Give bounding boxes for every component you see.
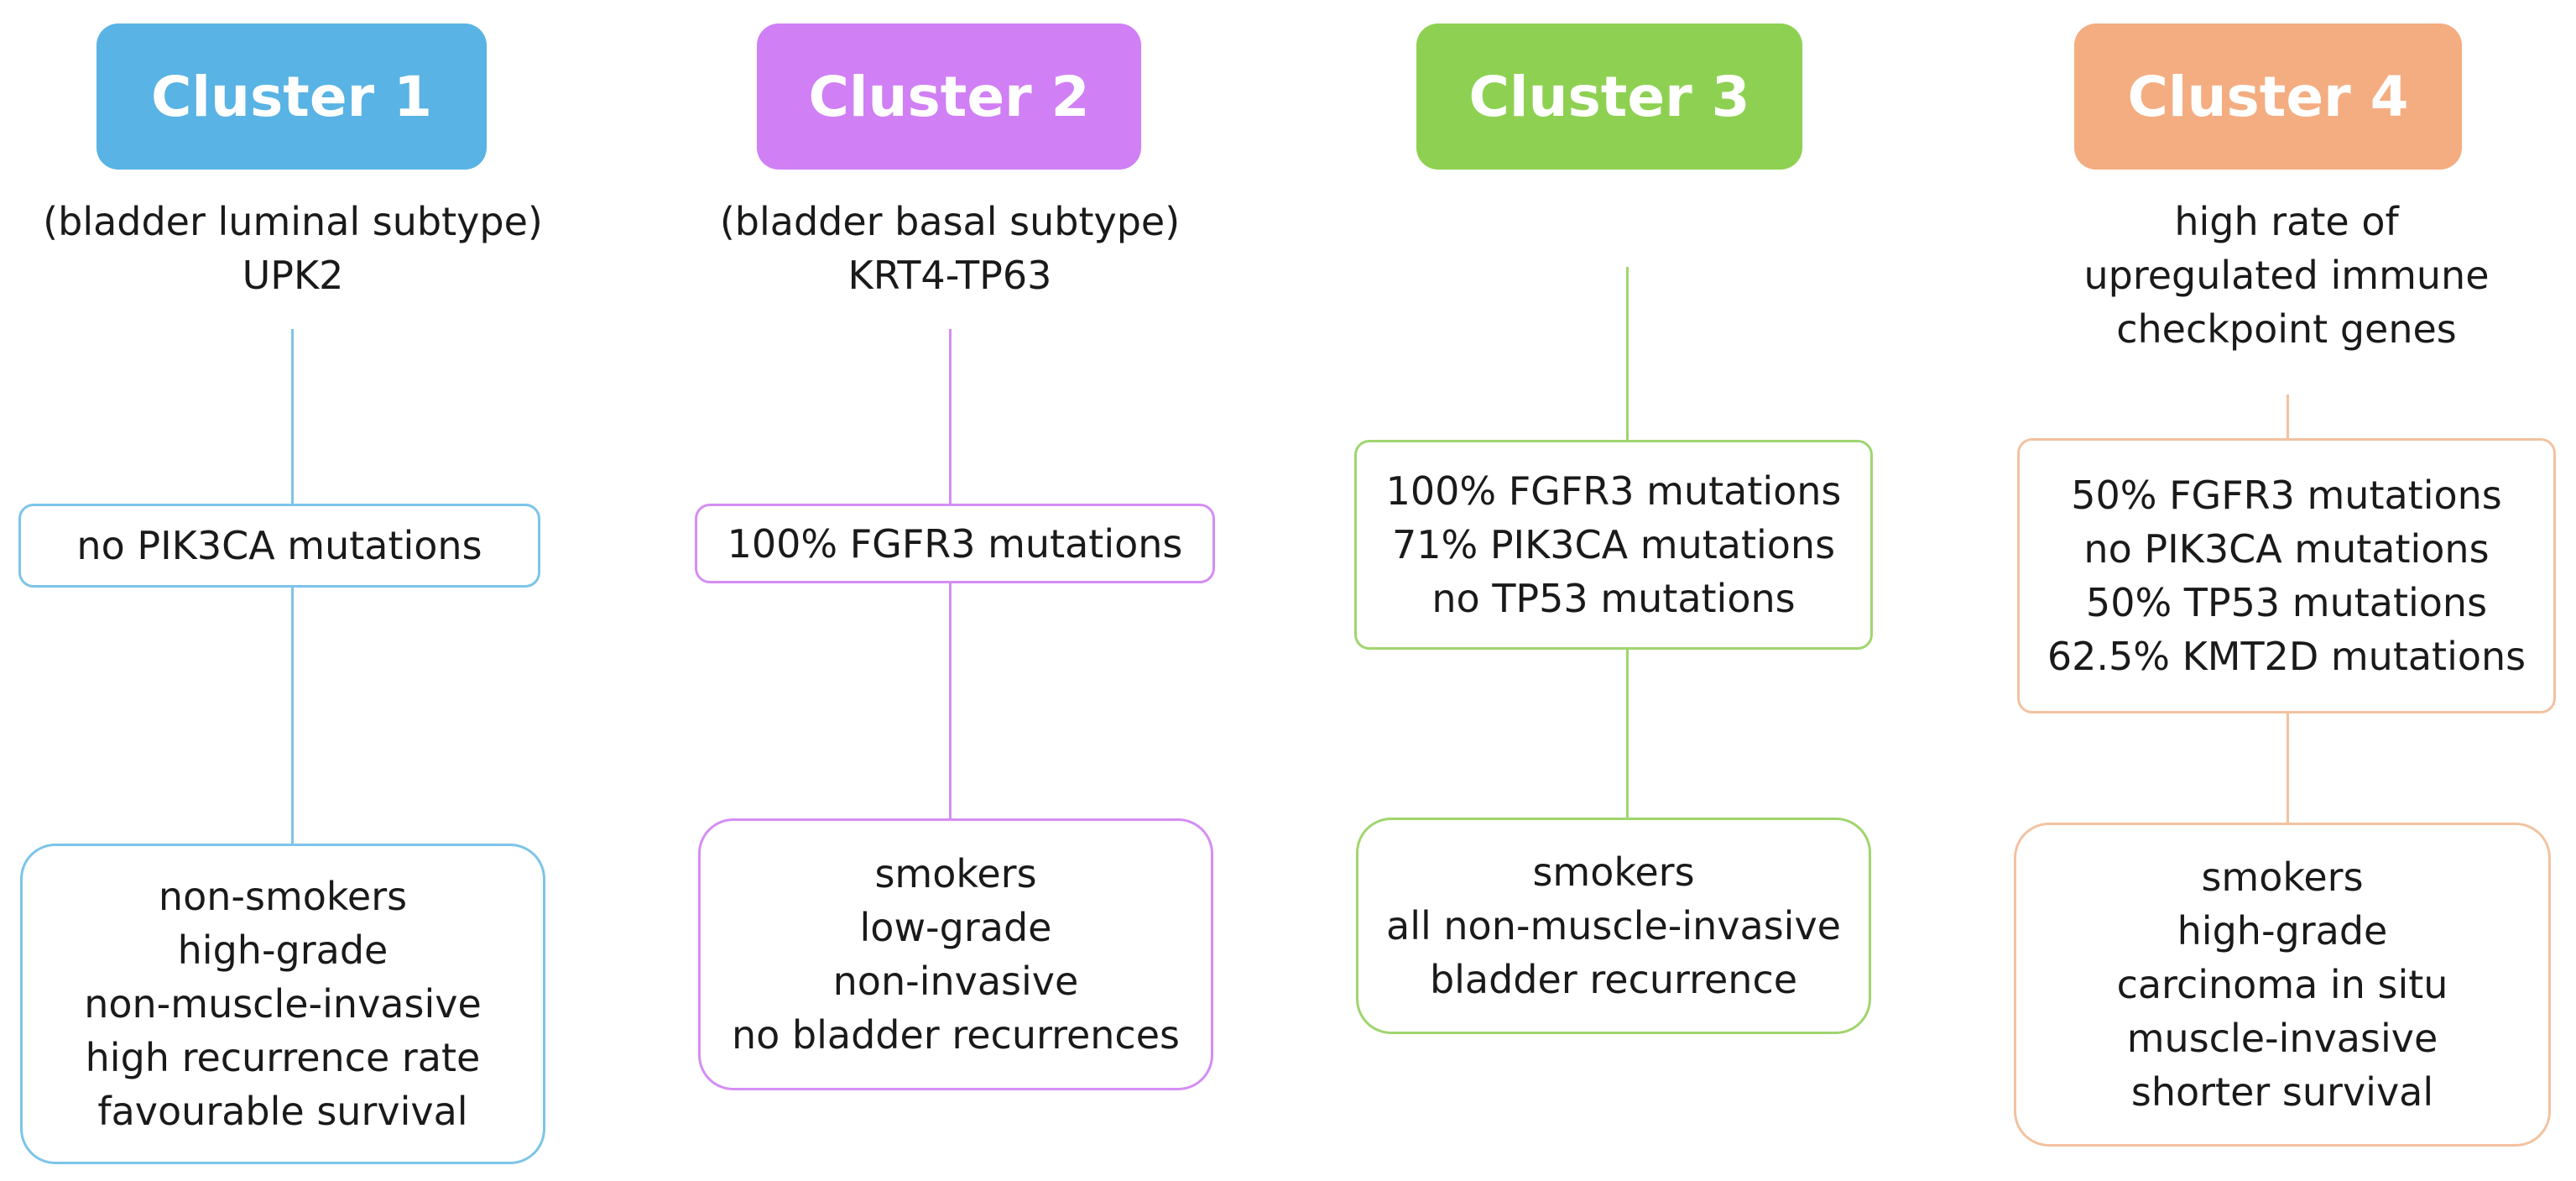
cluster-1-mutations-box: no PIK3CA mutations <box>18 504 540 588</box>
cluster-4-mutations-box: 50% FGFR3 mutations no PIK3CA mutations … <box>2017 438 2556 713</box>
cluster-4-description-line: upregulated immune <box>2083 253 2490 298</box>
cluster-4-description-line: checkpoint genes <box>2116 306 2457 352</box>
cluster-2-clinical-line: smokers <box>874 851 1037 896</box>
cluster-1-clinical-line: high recurrence rate <box>85 1035 481 1080</box>
cluster-2-mutation-line: 100% FGFR3 mutations <box>727 520 1183 567</box>
cluster-2-header: Cluster 2 <box>757 24 1141 170</box>
cluster-3-title: Cluster 3 <box>1468 64 1750 129</box>
cluster-3-connector-upper <box>1626 267 1629 440</box>
cluster-4-clinical-line: shorter survival <box>2130 1069 2434 1115</box>
cluster-1-mutation-line: no PIK3CA mutations <box>76 523 482 568</box>
cluster-2-connector-upper <box>949 329 952 504</box>
cluster-1-description-line: (bladder luminal subtype) <box>43 199 543 244</box>
cluster-3-mutations-box: 100% FGFR3 mutations 71% PIK3CA mutation… <box>1354 440 1873 650</box>
cluster-2-connector-lower <box>949 583 952 818</box>
cluster-1-connector-upper <box>291 329 294 504</box>
cluster-4-clinical-line: smokers <box>2201 854 2364 900</box>
cluster-3-clinical-line: all non-muscle-invasive <box>1386 903 1841 948</box>
cluster-3-clinical-line: bladder recurrence <box>1429 957 1798 1002</box>
cluster-4-mutation-line: no PIK3CA mutations <box>2083 526 2490 572</box>
cluster-1-clinical-line: non-smokers <box>158 874 408 919</box>
cluster-2-clinical-line: low-grade <box>859 905 1052 950</box>
cluster-1-description-line: UPK2 <box>242 253 344 298</box>
cluster-1-connector-lower <box>291 588 294 844</box>
cluster-3-clinical-box: smokers all non-muscle-invasive bladder … <box>1356 818 1871 1034</box>
cluster-2-clinical-line: non-invasive <box>832 959 1079 1004</box>
cluster-4-connector-lower <box>2287 713 2289 823</box>
cluster-3-connector-lower <box>1626 650 1629 818</box>
cluster-1-title: Cluster 1 <box>150 64 433 129</box>
cluster-4-connector-upper <box>2287 395 2289 438</box>
cluster-1-header: Cluster 1 <box>96 24 487 170</box>
cluster-3-mutation-line: 100% FGFR3 mutations <box>1385 468 1842 514</box>
cluster-3-mutation-line: 71% PIK3CA mutations <box>1391 522 1836 567</box>
cluster-4-clinical-line: carcinoma in situ <box>2116 962 2448 1007</box>
cluster-4-title: Cluster 4 <box>2127 64 2409 129</box>
cluster-4-clinical-line: muscle-invasive <box>2126 1016 2438 1061</box>
cluster-3-header: Cluster 3 <box>1416 24 1802 170</box>
cluster-4-mutation-line: 62.5% KMT2D mutations <box>2047 634 2526 679</box>
cluster-4-header: Cluster 4 <box>2074 24 2462 170</box>
cluster-4-description-line: high rate of <box>2174 199 2399 244</box>
cluster-4-clinical-line: high-grade <box>2177 908 2388 954</box>
cluster-4-description: high rate of upregulated immune checkpoi… <box>2014 195 2559 356</box>
cluster-2-description-line: (bladder basal subtype) <box>719 199 1181 244</box>
cluster-1-description: (bladder luminal subtype) UPK2 <box>0 195 586 302</box>
cluster-1-clinical-box: non-smokers high-grade non-muscle-invasi… <box>20 844 545 1164</box>
cluster-4-clinical-box: smokers high-grade carcinoma in situ mus… <box>2014 823 2551 1147</box>
cluster-1-clinical-line: high-grade <box>177 928 388 973</box>
cluster-2-clinical-box: smokers low-grade non-invasive no bladde… <box>698 818 1213 1090</box>
cluster-4-mutation-line: 50% TP53 mutations <box>2085 580 2488 625</box>
cluster-2-clinical-line: no bladder recurrences <box>732 1012 1180 1058</box>
cluster-2-mutations-box: 100% FGFR3 mutations <box>695 504 1215 583</box>
cluster-2-title: Cluster 2 <box>808 64 1090 129</box>
cluster-1-clinical-line: non-muscle-invasive <box>84 981 482 1027</box>
cluster-3-mutation-line: no TP53 mutations <box>1431 576 1796 621</box>
cluster-3-clinical-line: smokers <box>1532 849 1695 895</box>
cluster-2-description: (bladder basal subtype) KRT4-TP63 <box>663 195 1237 302</box>
cluster-4-mutation-line: 50% FGFR3 mutations <box>2071 473 2502 518</box>
cluster-2-description-line: KRT4-TP63 <box>847 253 1052 298</box>
cluster-1-clinical-line: favourable survival <box>97 1089 468 1134</box>
